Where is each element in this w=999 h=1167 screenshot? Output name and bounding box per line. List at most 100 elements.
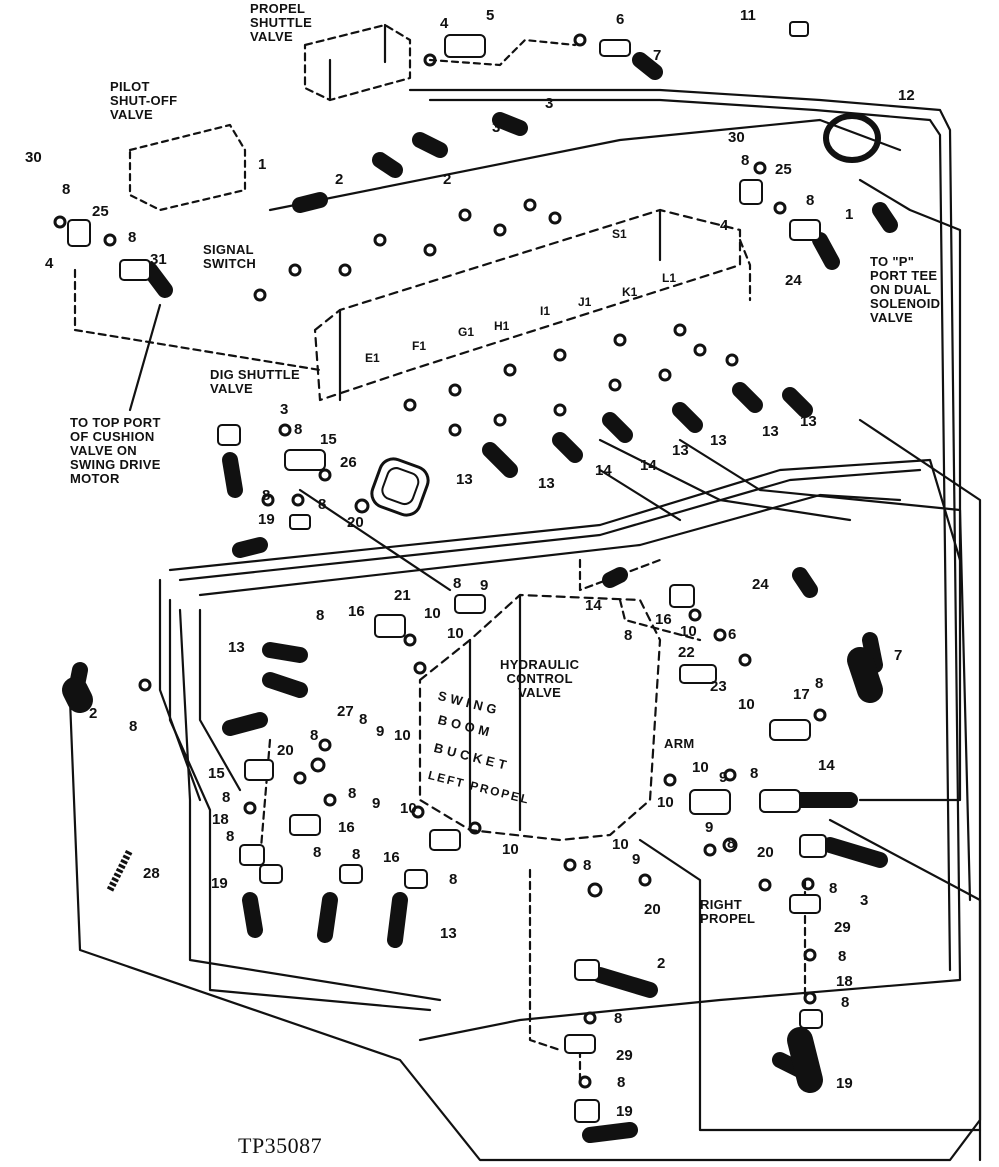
callout-8: 8 (226, 828, 235, 845)
callout-3: 3 (280, 401, 289, 418)
callout-13: 13 (710, 432, 727, 449)
port-label-f1: F1 (412, 339, 427, 353)
callout-7: 7 (653, 47, 662, 64)
callout-13: 13 (800, 413, 817, 430)
callout-8: 8 (318, 496, 327, 513)
arm-label: ARM (664, 736, 695, 751)
callout-16: 16 (348, 603, 365, 620)
callout-8: 8 (750, 765, 759, 782)
callout-8: 8 (359, 711, 368, 728)
callout-8: 8 (313, 844, 322, 861)
port-label-h1: H1 (494, 319, 510, 333)
callout-4: 4 (45, 255, 54, 272)
callout-8: 8 (348, 785, 357, 802)
callout-9: 9 (480, 577, 489, 594)
callout-10: 10 (424, 605, 441, 622)
callout-14: 14 (595, 462, 612, 479)
callout-25: 25 (92, 203, 109, 220)
callout-19: 19 (836, 1075, 853, 1092)
callout-8: 8 (838, 948, 847, 965)
callout-26: 26 (340, 454, 357, 471)
callout-27: 27 (337, 703, 354, 720)
callout-14: 14 (818, 757, 835, 774)
callout-9: 9 (372, 795, 381, 812)
port-label-s1: S1 (612, 227, 627, 241)
callout-30: 30 (25, 149, 42, 166)
port-label-g1: G1 (458, 325, 475, 339)
callout-10: 10 (738, 696, 755, 713)
callout-20: 20 (644, 901, 661, 918)
callout-11: 11 (740, 7, 756, 24)
callout-20: 20 (347, 514, 364, 531)
callout-8: 8 (316, 607, 325, 624)
callout-8: 8 (128, 229, 137, 246)
callout-16: 16 (338, 819, 355, 836)
callout-6: 6 (616, 11, 625, 28)
port-label-l1: L1 (662, 271, 677, 285)
callout-8: 8 (453, 575, 462, 592)
callout-19: 19 (211, 875, 228, 892)
callout-24: 24 (752, 576, 769, 593)
callout-13: 13 (672, 442, 689, 459)
callout-16: 16 (655, 611, 672, 628)
callout-8: 8 (294, 421, 303, 438)
callout-8: 8 (806, 192, 815, 209)
callout-3: 3 (860, 892, 869, 909)
callout-8: 8 (624, 627, 633, 644)
callout-4: 4 (440, 15, 449, 32)
callout-29: 29 (616, 1047, 633, 1064)
callout-8: 8 (727, 835, 736, 852)
callout-8: 8 (62, 181, 71, 198)
callout-8: 8 (129, 718, 138, 735)
callout-5: 5 (486, 7, 495, 24)
callout-10: 10 (394, 727, 411, 744)
callout-18: 18 (836, 973, 853, 990)
port-label-j1: J1 (578, 295, 592, 309)
port-label-k1: K1 (622, 285, 638, 299)
callout-10: 10 (400, 800, 417, 817)
callout-9: 9 (705, 819, 714, 836)
callout-8: 8 (449, 871, 458, 888)
to-top-port-label: TO TOP PORT OF CUSHION VALVE ON SWING DR… (70, 415, 161, 486)
callout-14: 14 (585, 597, 602, 614)
callout-8: 8 (352, 846, 361, 863)
callout-8: 8 (841, 994, 850, 1011)
callout-10: 10 (692, 759, 709, 776)
callout-10: 10 (447, 625, 464, 642)
callout-17: 17 (793, 686, 810, 703)
callout-20: 20 (757, 844, 774, 861)
callout-10: 10 (612, 836, 629, 853)
callout-13: 13 (762, 423, 779, 440)
callout-8: 8 (815, 675, 824, 692)
callout-9: 9 (719, 769, 728, 786)
callout-28: 28 (143, 865, 160, 882)
dig-shuttle-valve-label: DIG SHUTTLE VALVE (210, 367, 300, 396)
callout-8: 8 (617, 1074, 626, 1091)
figure-id: TP35087 (238, 1133, 323, 1158)
callout-19: 19 (616, 1103, 633, 1120)
callout-13: 13 (440, 925, 457, 942)
callout-7: 7 (894, 647, 903, 664)
callout-2: 2 (657, 955, 666, 972)
callout-29: 29 (834, 919, 851, 936)
hydraulic-control-valve-label: HYDRAULIC CONTROL VALVE (500, 657, 580, 700)
callout-8: 8 (829, 880, 838, 897)
port-label-i1: I1 (540, 304, 551, 318)
callout-3: 3 (492, 119, 501, 136)
callout-25: 25 (775, 161, 792, 178)
pilot-shutoff-valve-label: PILOT SHUT-OFF VALVE (110, 79, 178, 122)
right-propel-label: RIGHT PROPEL (700, 897, 756, 926)
to-p-port-label: TO "P" PORT TEE ON DUAL SOLENOID VALVE (870, 254, 941, 325)
callout-8: 8 (583, 857, 592, 874)
callout-15: 15 (320, 431, 337, 448)
callout-10: 10 (657, 794, 674, 811)
callout-16: 16 (383, 849, 400, 866)
callout-4: 4 (720, 217, 729, 234)
signal-switch-label: SIGNAL SWITCH (203, 242, 257, 271)
callout-12: 12 (898, 87, 915, 104)
callout-8: 8 (262, 487, 271, 504)
callout-8: 8 (222, 789, 231, 806)
callout-19: 19 (258, 511, 275, 528)
callout-2: 2 (89, 705, 98, 722)
